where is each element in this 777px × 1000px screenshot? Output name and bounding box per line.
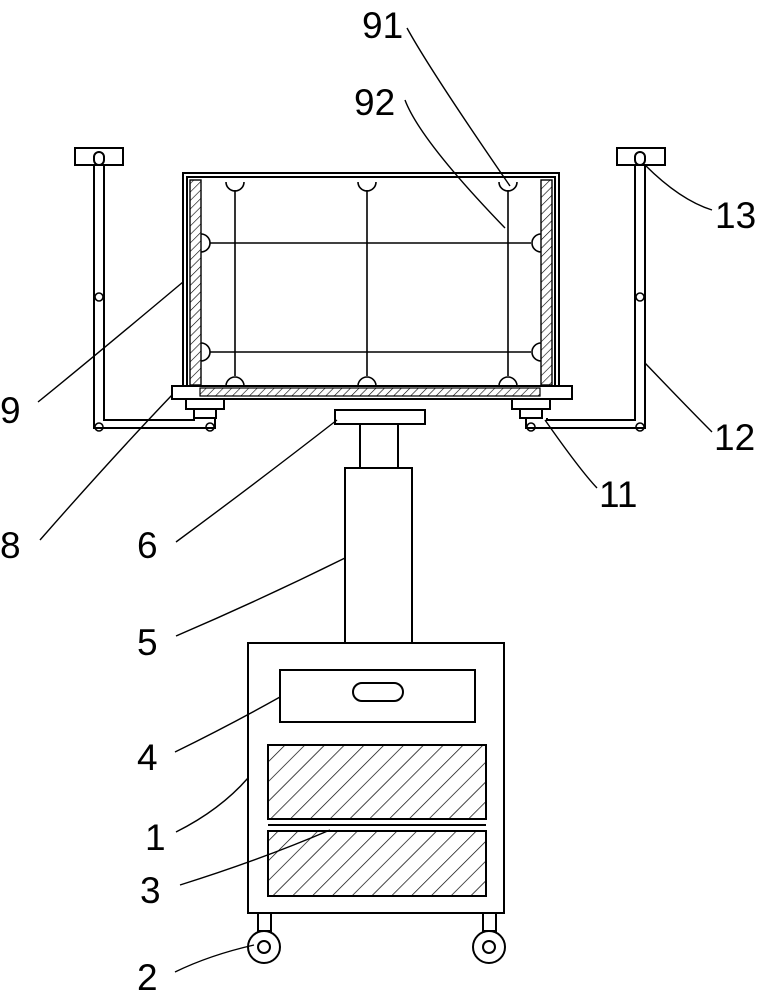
leader-5 xyxy=(175,557,346,637)
label-2: 2 xyxy=(137,957,158,998)
label-91: 91 xyxy=(362,5,403,46)
label-9: 9 xyxy=(0,390,21,431)
wire-grid xyxy=(210,190,531,376)
leader-6 xyxy=(175,419,338,543)
right-support-arm xyxy=(525,165,646,432)
right-hook-pad xyxy=(616,147,666,166)
left-slider-block xyxy=(185,398,225,419)
support-plate xyxy=(334,409,426,425)
leader-4 xyxy=(174,696,281,753)
grid-connectors xyxy=(200,181,542,387)
label-11: 11 xyxy=(599,474,637,515)
leader-9 xyxy=(37,281,184,403)
label-6: 6 xyxy=(137,525,158,566)
right-caster xyxy=(472,912,506,964)
leader-2 xyxy=(174,944,255,973)
leader-11 xyxy=(544,419,598,489)
leader-3 xyxy=(179,829,331,886)
base-plate xyxy=(171,385,573,400)
label-1: 1 xyxy=(145,817,166,858)
lower-compartment xyxy=(267,830,487,897)
label-13: 13 xyxy=(715,195,756,236)
right-side-wall xyxy=(540,179,553,386)
leader-92 xyxy=(404,99,506,229)
label-3: 3 xyxy=(140,870,161,911)
reference-numerals: 91 92 13 12 11 9 8 6 5 4 1 3 2 xyxy=(0,5,756,998)
left-caster xyxy=(247,912,281,964)
label-12: 12 xyxy=(714,417,755,458)
label-92: 92 xyxy=(354,82,395,123)
left-hook-pad xyxy=(74,147,124,166)
leader-13 xyxy=(644,164,713,211)
lifting-column xyxy=(344,423,413,644)
leader-12 xyxy=(644,362,713,433)
callout-lines xyxy=(37,27,713,973)
right-slider-block xyxy=(511,398,551,419)
label-4: 4 xyxy=(137,737,158,778)
leader-91 xyxy=(406,27,511,187)
storage-compartments xyxy=(267,744,487,897)
leader-8 xyxy=(39,394,173,541)
inner-rod xyxy=(359,423,399,469)
leader-1 xyxy=(175,777,249,833)
drawer xyxy=(279,669,476,723)
upper-compartment xyxy=(267,744,487,820)
tray-frame xyxy=(182,172,560,387)
outer-sleeve xyxy=(344,467,413,644)
label-5: 5 xyxy=(137,622,158,663)
label-8: 8 xyxy=(0,525,21,566)
drawer-handle xyxy=(352,682,404,702)
left-side-wall xyxy=(189,179,202,386)
